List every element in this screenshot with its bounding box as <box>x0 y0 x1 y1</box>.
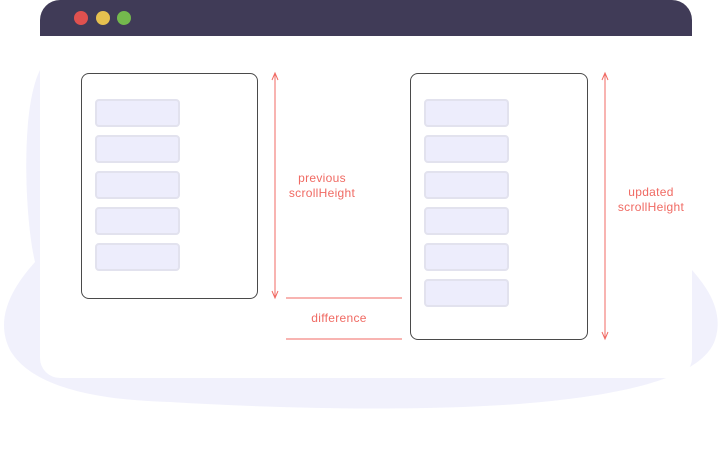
difference-label: difference <box>311 311 367 325</box>
list-item <box>95 171 180 199</box>
list-item <box>424 279 509 307</box>
list-item <box>95 135 180 163</box>
list-item <box>424 207 509 235</box>
list-item <box>424 243 509 271</box>
list-item <box>424 171 509 199</box>
list-item <box>95 243 180 271</box>
maximize-dot[interactable] <box>117 11 131 25</box>
window-titlebar <box>40 0 692 36</box>
close-dot[interactable] <box>74 11 88 25</box>
updated-label-line-2: scrollHeight <box>617 200 685 214</box>
updated-scroll-container <box>410 73 588 340</box>
list-item <box>424 135 509 163</box>
previous-label-line-1: previous <box>298 171 346 185</box>
updated-scrollheight-label: updated scrollHeight <box>608 185 694 215</box>
previous-scroll-container <box>81 73 258 299</box>
previous-scrollheight-label: previous scrollHeight <box>282 171 362 201</box>
updated-label-line-1: updated <box>628 185 674 199</box>
previous-label-line-2: scrollHeight <box>288 186 356 200</box>
list-item <box>424 99 509 127</box>
updated-height-arrow <box>601 71 609 341</box>
previous-height-arrow <box>271 71 279 300</box>
minimize-dot[interactable] <box>96 11 110 25</box>
list-item <box>95 207 180 235</box>
list-item <box>95 99 180 127</box>
